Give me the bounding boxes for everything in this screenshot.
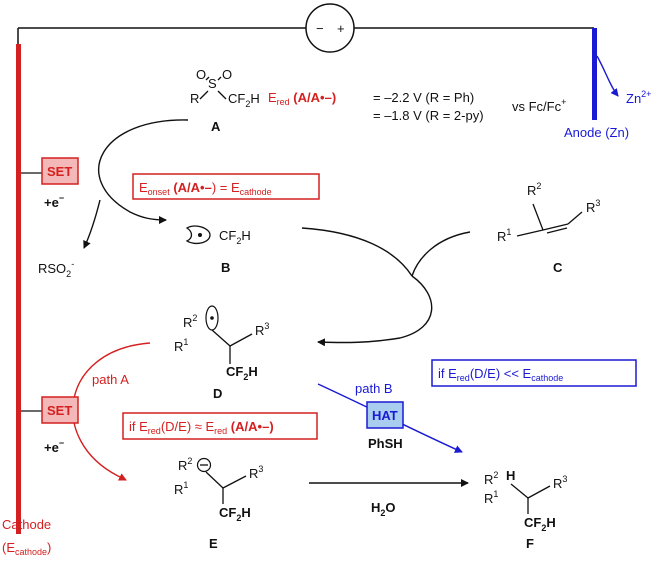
D-cf2h: CF2H — [226, 364, 258, 382]
radical-orbital-icon — [185, 225, 211, 245]
D-R1: R1 — [174, 337, 188, 354]
byproduct-rso2: RSO2- — [38, 259, 74, 279]
A-oxygen-1: O — [196, 67, 206, 82]
anode-label: Anode (Zn) — [564, 125, 629, 140]
C-R1: R1 — [497, 227, 511, 244]
set-box-lower: SET — [41, 396, 79, 424]
F-R1: R1 — [484, 489, 498, 506]
F-cf2h: CF2H — [524, 515, 556, 533]
hat-box: HAT — [366, 401, 404, 429]
A-sulfur: S — [208, 76, 217, 91]
E-R3: R3 — [249, 464, 263, 481]
anode-oxidation-arrow — [596, 55, 619, 97]
radical-addition-arc-B — [301, 227, 413, 277]
label-B: B — [221, 260, 230, 275]
set-box-upper: SET — [41, 157, 79, 185]
ered-value-2py: = –1.8 V (R = 2-py) — [373, 108, 484, 123]
compound-B: CF2H B — [185, 225, 251, 275]
path-A-condition: if Ered(D/E) ≈ Ered (A/A•–) — [129, 419, 274, 436]
compound-C: R2 R1 R3 C — [497, 181, 600, 275]
electron-upper: +e− — [44, 193, 64, 210]
compound-D: R2 R1 R3 CF2H D — [174, 305, 269, 401]
label-E: E — [209, 536, 218, 551]
A-cf2h: CF2H — [228, 91, 260, 109]
path-B-label: path B — [355, 381, 393, 396]
onset-text: Eonset (A/A•–) = Ecathode — [139, 180, 272, 197]
C-R3: R3 — [586, 198, 600, 215]
E-R2: R2 — [178, 456, 192, 473]
reagent-water: H2O — [371, 500, 396, 518]
radical-dot-icon — [198, 233, 202, 237]
path-A-arrow — [72, 342, 151, 481]
reagent-phsh: PhSH — [368, 436, 403, 451]
zinc-ion-product: Zn2+ — [626, 89, 651, 106]
circuit: − + — [17, 3, 594, 53]
path-A-label: path A — [92, 372, 129, 387]
compound-E: R2 R1 R3 CF2H E — [174, 456, 263, 551]
ref-electrode: vs Fc/Fc+ — [512, 97, 566, 114]
path-B-condition-box: if Ered(D/E) << Ecathode — [431, 359, 637, 387]
anode-electrode — [592, 28, 597, 120]
C-R2: R2 — [527, 181, 541, 198]
hat-label: HAT — [372, 408, 398, 423]
battery-plus: + — [337, 21, 345, 36]
electron-lower: +e− — [44, 438, 64, 455]
E-cf2h: CF2H — [219, 505, 251, 523]
label-D: D — [213, 386, 222, 401]
A-R-group: R — [190, 91, 199, 106]
reduction-potential: Ered (A/A•–) = –2.2 V (R = Ph) = –1.8 V … — [268, 90, 566, 123]
radical-addition-arc-C — [411, 231, 471, 277]
ered-value-ph: = –2.2 V (R = Ph) — [373, 90, 474, 105]
battery-minus: − — [316, 21, 324, 36]
label-F: F — [526, 536, 534, 551]
F-R3: R3 — [553, 474, 567, 491]
radical-dot-D — [210, 316, 214, 320]
cathode-sublabel: (Ecathode) — [2, 540, 51, 557]
F-R2: R2 — [484, 470, 498, 487]
label-A: A — [211, 119, 221, 134]
power-source-icon — [305, 3, 355, 53]
sulfinate-release-arrow — [83, 199, 101, 249]
addition-arrow-to-D — [317, 275, 433, 347]
D-R2: R2 — [183, 313, 197, 330]
A-oxygen-2: O — [222, 67, 232, 82]
compound-F: R2 H R1 R3 CF2H F — [484, 468, 567, 551]
cathode-label: Cathode — [2, 517, 51, 532]
D-R3: R3 — [255, 321, 269, 338]
path-B-condition: if Ered(D/E) << Ecathode — [438, 366, 563, 383]
F-hydrogen: H — [506, 468, 515, 483]
onset-condition-box: Eonset (A/A•–) = Ecathode — [132, 173, 320, 200]
E-R1: R1 — [174, 480, 188, 497]
set-label-lower: SET — [47, 403, 72, 418]
set-arrow-upper — [98, 119, 189, 224]
B-cf2h: CF2H — [219, 228, 251, 246]
compound-A: R S O O CF2H A — [190, 67, 260, 134]
cathode-electrode — [16, 44, 21, 534]
set-label-upper: SET — [47, 164, 72, 179]
ered-label: Ered (A/A•–) — [268, 90, 336, 107]
path-A-condition-box: if Ered(D/E) ≈ Ered (A/A•–) — [122, 412, 318, 440]
label-C: C — [553, 260, 563, 275]
